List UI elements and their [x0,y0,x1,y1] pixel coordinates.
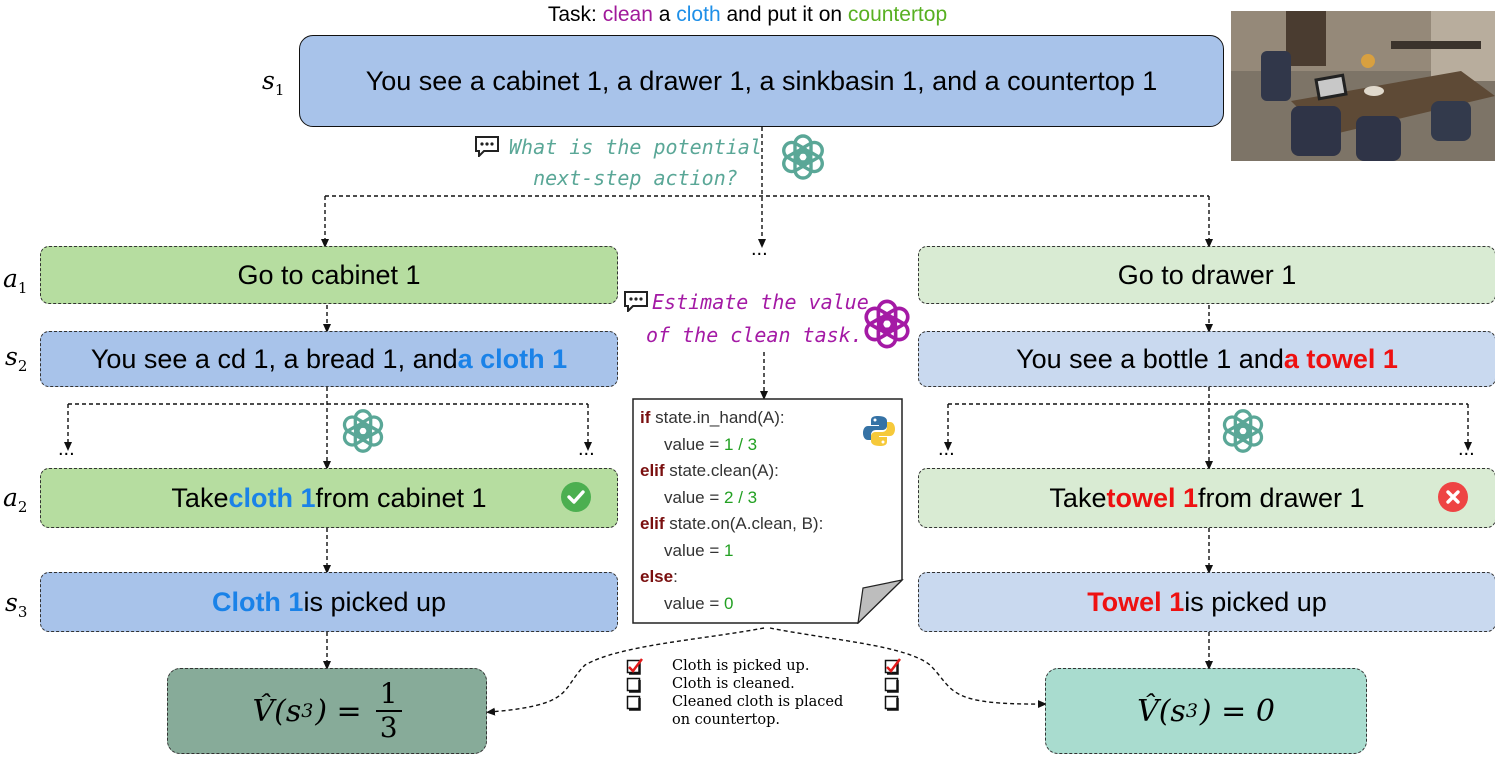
label-a2: a2 [3,483,28,516]
ellipsis-right-2: ... [1458,438,1475,460]
left-action-a2: Take cloth 1 from cabinet 1 [40,468,618,528]
ellipsis-top: ... [751,238,768,260]
chat-bubble-icon [624,291,648,312]
ellipsis-left-2: ... [578,438,595,460]
right-state-s3: Towel 1 is picked up [918,572,1495,632]
query-estimate-value: Estimate the value of the clean task. [646,290,869,347]
openai-logo-icon [342,409,384,453]
state-s1-box: You see a cabinet 1, a drawer 1, a sinkb… [299,35,1224,127]
checklist-item: Cloth is picked up. [672,658,810,674]
python-logo-icon [863,416,895,446]
value-function-code: if state.in_hand(A): value = 1 / 3 elif … [640,408,824,613]
fraction-numerator: 1 [379,677,398,710]
ellipsis-left-1: ... [58,438,75,460]
checklist-item: on countertop. [672,712,780,728]
left-state-s3: Cloth 1 is picked up [40,572,618,632]
label-s1: s1 [262,66,285,99]
task-word-cloth: cloth [676,3,721,26]
checkbox-icon [626,677,641,693]
left-action-a1: Go to cabinet 1 [40,246,618,304]
x-circle-icon [1438,482,1468,512]
task-word-countertop: countertop [847,3,948,26]
check-circle-icon [561,482,591,512]
task-title: Task: clean a cloth and put it on counte… [547,3,948,26]
openai-logo-icon [1222,409,1264,453]
checklist-item: Cloth is cleaned. [672,676,795,692]
openai-logo-icon [864,299,910,349]
checkbox-icon [884,695,899,711]
right-action-a2: Take towel 1 from drawer 1 [918,468,1495,528]
query-next-action: What is the potential next-step action? [509,135,762,190]
label-s3: s3 [5,588,28,621]
right-action-a1: Go to drawer 1 [918,246,1495,304]
checkbox-icon [626,658,643,675]
checkbox-icon [884,658,901,675]
right-state-s2: You see a bottle 1 and a towel 1 [918,331,1495,387]
task-word-clean: clean [602,3,653,26]
checklist-item: Cleaned cloth is placed [672,694,844,710]
label-s2: s2 [5,342,28,375]
fraction-denominator: 3 [375,710,402,744]
chat-bubble-icon [475,136,499,157]
checkbox-icon [626,695,641,711]
openai-logo-icon [782,134,824,180]
label-a1: a1 [3,264,28,297]
room-scene-image [1231,11,1495,161]
subgoal-checklist: Cloth is picked up. Cloth is cleaned. Cl… [672,657,843,729]
checkbox-icon [884,677,899,693]
left-state-s2: You see a cd 1, a bread 1, and a cloth 1 [40,331,618,387]
ellipsis-right-1: ... [938,438,955,460]
code-page-frame [632,398,904,624]
